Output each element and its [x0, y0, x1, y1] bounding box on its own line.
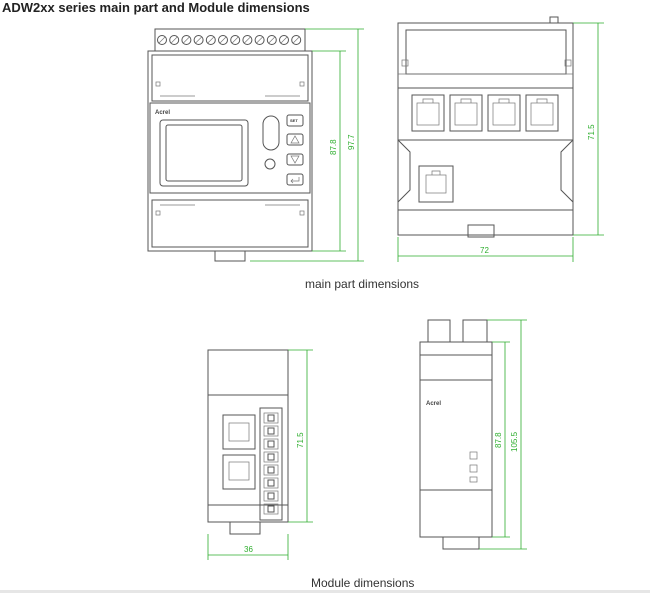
terminal-screw [218, 35, 228, 45]
page-heading: ADW2xx series main part and Module dimen… [2, 0, 310, 15]
dim-module-front-width: 36 [244, 545, 253, 554]
module-terminal-screws [263, 412, 279, 515]
main-front-view: Acrel SET [147, 28, 364, 262]
module-terminal [263, 412, 279, 424]
module-terminal [263, 490, 279, 502]
terminal-screw [205, 35, 216, 45]
rj45-port [525, 94, 559, 132]
module-terminal [263, 438, 279, 450]
bottom-divider [0, 590, 650, 593]
svg-text:SET: SET [290, 118, 298, 123]
module-terminal [263, 464, 279, 476]
module-brand-logo: Acrel [426, 401, 441, 407]
terminal-screw [157, 35, 167, 45]
main-side-view: 71.5 72 [397, 16, 604, 262]
dim-module-front-height: 71.5 [296, 432, 305, 448]
terminal-screw [181, 35, 192, 45]
rj45-ports [411, 94, 559, 132]
module-terminal [263, 503, 279, 515]
module-terminal [263, 425, 279, 437]
dim-main-front-inner: 87.8 [329, 139, 338, 155]
brand-logo: Acrel [155, 110, 170, 116]
enter-button [286, 173, 304, 186]
dim-main-side-width: 72 [480, 246, 489, 255]
down-button [286, 153, 304, 166]
dim-main-side-height: 71.5 [587, 124, 596, 140]
rj45-port [411, 94, 445, 132]
terminal-screw [279, 35, 289, 45]
set-button: SET [286, 114, 304, 127]
module-side-view: Acrel 87.8 105.5 [419, 319, 527, 550]
rj45-port [487, 94, 521, 132]
dim-module-side-inner: 87.8 [494, 432, 503, 448]
terminal-screw [169, 35, 180, 45]
rj45-port [449, 94, 483, 132]
dim-main-front-outer: 97.7 [347, 134, 356, 150]
module-front-view: 71.5 36 [207, 349, 313, 560]
terminal-screw [193, 35, 204, 45]
terminal-screw [230, 35, 241, 45]
terminal-screw [242, 35, 253, 45]
terminal-screw [291, 35, 302, 45]
up-button [286, 133, 304, 146]
module-terminal [263, 451, 279, 463]
terminal-screw [266, 35, 277, 45]
module-caption: Module dimensions [311, 576, 415, 590]
module-terminal [263, 477, 279, 489]
dim-module-side-outer: 105.5 [510, 431, 519, 452]
terminal-screws-top [157, 35, 302, 45]
main-part-caption: main part dimensions [305, 277, 420, 291]
terminal-screw [254, 35, 265, 45]
